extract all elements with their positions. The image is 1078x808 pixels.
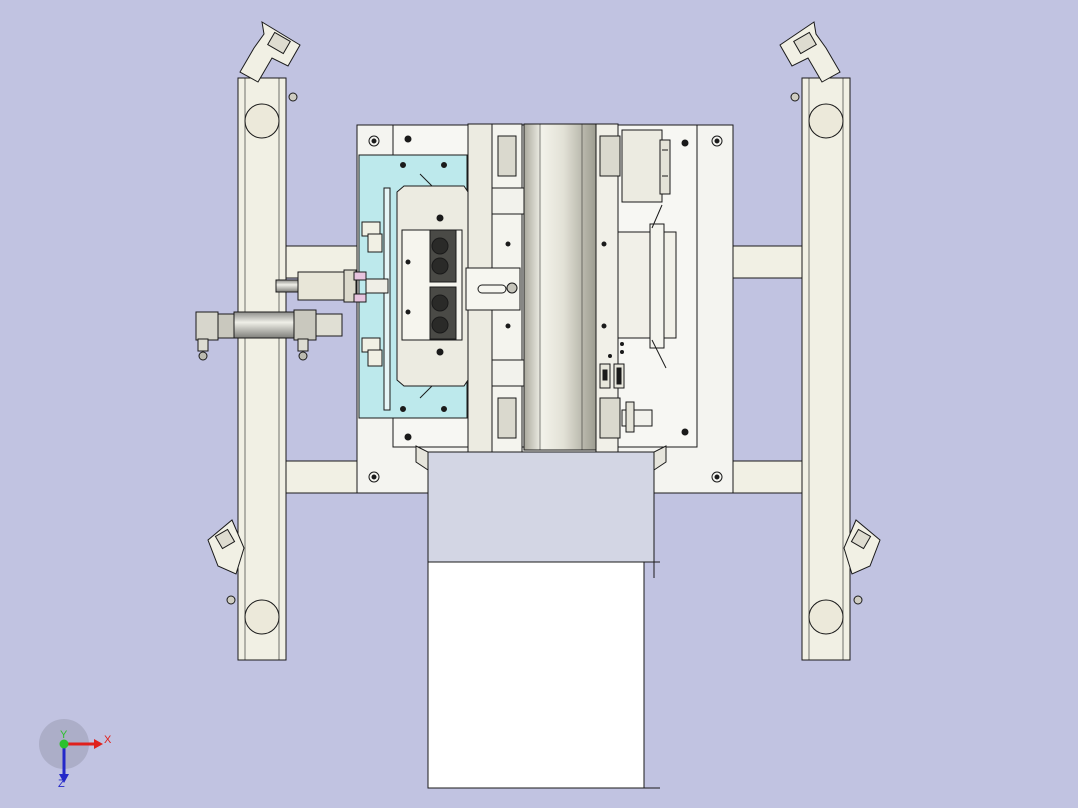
slot-block	[465, 267, 521, 311]
mount-bracket-right	[617, 204, 677, 369]
coordinate-triad-icon	[39, 719, 103, 783]
motor-block	[621, 129, 671, 203]
guide-column-right	[595, 123, 621, 455]
main-roller	[523, 123, 597, 451]
triad-x-label: X	[104, 734, 112, 746]
triad-y-label: Y	[60, 729, 68, 741]
hopper-upper	[415, 445, 667, 578]
frame-leg-right	[801, 77, 851, 661]
pneumatic-cylinder-lower	[195, 309, 343, 361]
triad-z-label: Z	[58, 778, 65, 790]
corner-clamp-bottom-right	[843, 519, 881, 605]
corner-clamp-top-left	[239, 21, 301, 102]
bracket-upper	[361, 221, 383, 253]
triad-y-axis	[59, 739, 69, 749]
frame-leg-left	[237, 77, 287, 661]
roller-block-lower	[429, 286, 457, 340]
slide-carriage	[396, 185, 469, 387]
corner-clamp-top-right	[779, 21, 841, 102]
roller-block-upper	[429, 229, 457, 283]
hopper-lower	[427, 561, 660, 789]
bracket-lower	[361, 337, 383, 367]
lower-shaft-right	[621, 401, 653, 433]
switch-blocks	[599, 342, 625, 389]
pneumatic-cylinder-upper	[275, 269, 389, 303]
corner-clamp-bottom-left	[207, 519, 245, 605]
